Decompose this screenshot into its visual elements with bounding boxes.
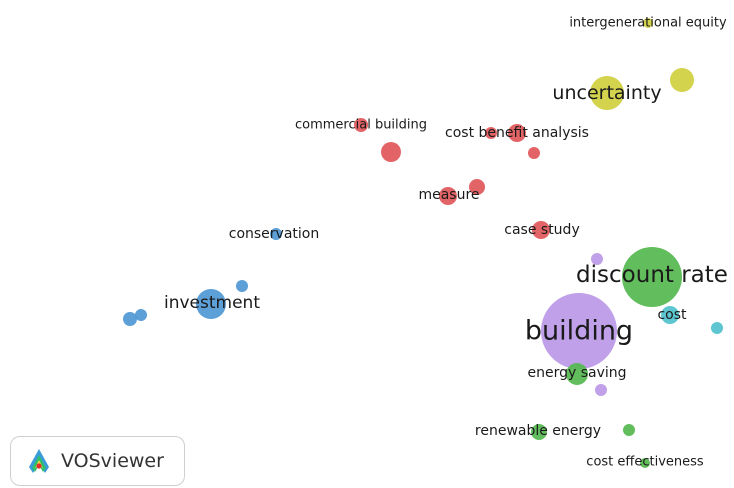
node-commercial-building[interactable] — [354, 118, 368, 132]
node-case-study[interactable] — [532, 221, 550, 239]
node-conservation[interactable] — [270, 228, 282, 240]
node-blue-small-2[interactable] — [123, 312, 137, 326]
node-discount-rate[interactable] — [622, 247, 682, 307]
label-discount-rate: discount rate — [576, 262, 728, 288]
label-cost-benefit-analysis: cost benefit analysis — [445, 125, 589, 141]
vosviewer-logo: VOSviewer — [10, 436, 185, 486]
label-cost-effectiveness: cost effectiveness — [586, 455, 704, 470]
node-energy-saving[interactable] — [566, 363, 588, 385]
label-building: building — [525, 316, 633, 347]
label-intergenerational-equity: intergenerational equity — [569, 16, 727, 31]
label-renewable-energy: renewable energy — [475, 423, 601, 439]
node-blue-small-3[interactable] — [135, 309, 147, 321]
vosviewer-logo-text: VOSviewer — [61, 450, 164, 472]
nodes-layer — [123, 18, 723, 468]
label-measure: measure — [418, 187, 479, 203]
node-measure[interactable] — [439, 187, 457, 205]
node-renewable-energy[interactable] — [531, 424, 547, 440]
node-purple-small-1[interactable] — [591, 253, 603, 265]
node-uncertainty-b[interactable] — [670, 68, 694, 92]
label-energy-saving: energy saving — [527, 365, 626, 381]
node-uncertainty[interactable] — [590, 76, 624, 110]
label-cost: cost — [657, 307, 687, 323]
node-cost-benefit-analysis[interactable] — [508, 124, 526, 142]
node-red-small-2[interactable] — [528, 147, 540, 159]
node-red-medium[interactable] — [381, 142, 401, 162]
node-blue-small-1[interactable] — [236, 280, 248, 292]
node-cost[interactable] — [661, 306, 679, 324]
label-case-study: case study — [504, 222, 579, 238]
label-conservation: conservation — [229, 226, 319, 242]
node-building[interactable] — [541, 293, 617, 369]
node-red-small-1[interactable] — [485, 127, 497, 139]
label-uncertainty: uncertainty — [552, 82, 661, 104]
node-green-small[interactable] — [623, 424, 635, 436]
vosviewer-logo-icon — [29, 449, 49, 473]
node-red-measure-b[interactable] — [469, 179, 485, 195]
node-investment[interactable] — [196, 289, 226, 319]
label-commercial-building: commercial building — [295, 118, 427, 133]
node-cost-effectiveness[interactable] — [640, 458, 650, 468]
node-cyan-small[interactable] — [711, 322, 723, 334]
label-investment: investment — [164, 293, 260, 313]
node-purple-small-2[interactable] — [595, 384, 607, 396]
labels-layer: intergenerational equity uncertainty comme… — [164, 16, 728, 470]
node-intergenerational-equity[interactable] — [643, 18, 653, 28]
